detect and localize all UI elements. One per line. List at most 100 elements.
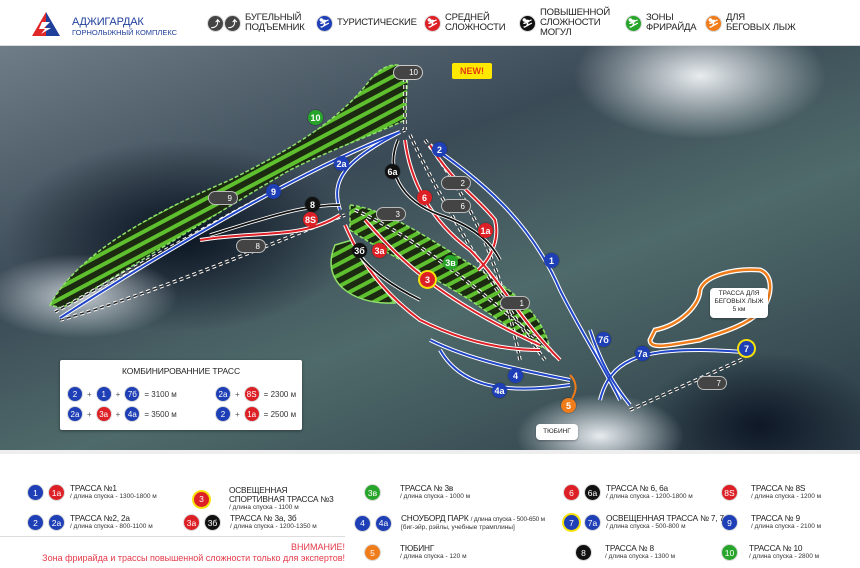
- legend-text: ТРАССА № 8/ длина спуска - 1300 м: [605, 544, 675, 561]
- trail-marker-10[interactable]: 10: [308, 110, 323, 125]
- trail-length: / длина спуска - 500-800 м: [606, 523, 686, 530]
- trail-marker-3b[interactable]: 3б: [352, 243, 367, 258]
- legend-crosscountry-label-2: БЕГОВЫХ ЛЫЖ: [726, 22, 796, 33]
- legend-item-trail-1: 1 1a ТРАССА №1/ длина спуска - 1300-1800…: [28, 484, 157, 501]
- legend-freeride-label-2: ФРИРАЙДА: [646, 22, 697, 33]
- lift-7-marker[interactable]: 7: [697, 376, 727, 390]
- trail-marker-3a[interactable]: 3a: [372, 243, 387, 258]
- trail-marker-1[interactable]: 1: [544, 253, 559, 268]
- legend-tourist-label: ТУРИСТИЧЕСКИЕ: [337, 17, 417, 28]
- lift-6-marker[interactable]: 6: [441, 199, 471, 213]
- trail-marker-9[interactable]: 9: [266, 184, 281, 199]
- legend-text: ТРАССА № 8S/ длина спуска - 1200 м: [751, 484, 821, 501]
- trail-length: / длина спуска - 500-650 м: [470, 516, 546, 523]
- trail-marker-2a[interactable]: 2a: [334, 156, 349, 171]
- marker-label: 7: [743, 343, 749, 354]
- divider: [0, 536, 345, 537]
- trail-map: 10 NEW! 10 9 2a 8 8S 3б 3a 3 3в 6a 6 2 1…: [0, 46, 860, 450]
- trail-length: / длина спуска - 800-1100 м: [70, 523, 153, 530]
- trail-badge: 9: [722, 515, 737, 530]
- resort-logo-icon: [32, 12, 60, 36]
- marker-label: 2: [436, 144, 442, 155]
- trail-marker-4[interactable]: 4: [508, 368, 523, 383]
- trail-name: ТРАССА № 8: [605, 543, 654, 553]
- lift-3-marker[interactable]: 3: [376, 207, 406, 221]
- trail-marker-5[interactable]: 5: [561, 398, 576, 413]
- legend-item-trail-8S: 8S ТРАССА № 8S/ длина спуска - 1200 м: [722, 484, 821, 501]
- marker-label: 8S: [304, 214, 316, 225]
- trail-name: ТРАССА №1: [70, 483, 117, 493]
- trail-name: ОСВЕЩЕННАЯ ТРАССА № 7, 7а: [606, 513, 729, 523]
- trail-length: / длина спуска - 1300-1800 м: [70, 493, 157, 500]
- trail-marker-7a[interactable]: 7a: [635, 346, 650, 361]
- marker-label: 7б: [598, 334, 609, 345]
- marker-label: 6a: [387, 166, 398, 177]
- trail-overlay: [48, 64, 773, 412]
- new-badge: NEW!: [452, 63, 492, 79]
- lift-2-marker[interactable]: 2: [441, 176, 471, 190]
- trail-marker-8S[interactable]: 8S: [303, 212, 318, 227]
- trail-badge: 3б: [205, 515, 220, 530]
- trail-name: ТРАССА № 3в: [400, 483, 454, 493]
- trail-marker-7[interactable]: 7: [739, 341, 754, 356]
- lift-1-marker[interactable]: 1: [500, 296, 530, 310]
- legend-lift-label: БУГЕЛЬНЫЙ: [245, 12, 302, 23]
- trail-badge: 2a: [49, 515, 64, 530]
- legend-text: ТРАССА № 10/ длина спуска - 2800 м: [749, 544, 819, 561]
- trail-badge: 7: [564, 515, 579, 530]
- trail-marker-2[interactable]: 2: [432, 142, 447, 157]
- trail-marker-8[interactable]: 8: [305, 197, 320, 212]
- combination-result: = 2300 м: [263, 389, 297, 399]
- legend-hard-label-2: СЛОЖНОСТИ: [540, 17, 601, 28]
- plus-sign: +: [87, 409, 92, 419]
- lift-number: 10: [409, 68, 418, 77]
- warning-title: ВНИМАНИЕ!: [291, 542, 345, 552]
- trail-name: ТРАССА №2, 2а: [70, 513, 130, 523]
- crosscountry-callout: ТРАССА ДЛЯ БЕГОВЫХ ЛЫЖ 5 км: [710, 288, 768, 318]
- trail-name: ТРАССА № 8S: [751, 483, 806, 493]
- trail-length: / длина спуска - 1100 м: [229, 504, 299, 511]
- trail-badge: 1: [96, 387, 111, 401]
- legend-tourist: ⛷ ТУРИСТИЧЕСКИЕ: [317, 0, 417, 46]
- lift-8-marker[interactable]: 8: [236, 239, 266, 253]
- trail-badge: 4: [355, 515, 370, 531]
- trail-badge: 2a: [216, 387, 230, 401]
- marker-label: 6: [421, 192, 427, 203]
- trail-length: / длина спуска - 120 м: [400, 553, 467, 560]
- lift-number: 3: [395, 209, 400, 219]
- trail-marker-6[interactable]: 6: [417, 190, 432, 205]
- trail-badge: 4a: [376, 515, 391, 531]
- trail-name: ТРАССА № 6, 6а: [606, 483, 668, 493]
- legend-text: ТРАССА № 9/ длина спуска - 2100 м: [751, 514, 821, 531]
- trail-marker-4a[interactable]: 4a: [492, 383, 507, 398]
- trail-legend: 1 1a ТРАССА №1/ длина спуска - 1300-1800…: [0, 450, 860, 568]
- combination-result: = 3500 м: [144, 409, 177, 419]
- legend-text: ТЮБИНГ/ длина спуска - 120 м: [400, 544, 467, 561]
- legend-text: ОСВЕЩЕННАЯ ТРАССА № 7, 7а/ длина спуска …: [606, 513, 729, 531]
- trail-length: / длина спуска - 1300 м: [605, 553, 676, 560]
- trail-marker-3v[interactable]: 3в: [443, 255, 458, 270]
- legend-item-trail-10: 10 ТРАССА № 10/ длина спуска - 2800 м: [722, 544, 819, 561]
- marker-label: 4a: [494, 385, 505, 396]
- marker-label: 4: [512, 370, 518, 381]
- callout-line-3: 5 км: [732, 306, 746, 313]
- warning-text: Зона фрирайда и трассы повышенной сложно…: [42, 553, 345, 563]
- trail-badge: 2: [28, 515, 43, 530]
- trail-name-line-1: ОСВЕЩЕННАЯ: [229, 485, 288, 495]
- combination-row: 2a+ 3a+ 4a = 3500 м: [68, 407, 177, 421]
- callout-line-1: ТРАССА ДЛЯ: [718, 290, 760, 297]
- legend-item-trail-3a-3b: 3a 3б ТРАССА № 3а, 3б/ длина спуска - 12…: [184, 514, 317, 531]
- trail-marker-7b[interactable]: 7б: [596, 332, 611, 347]
- trail-marker-1a[interactable]: 1a: [478, 223, 493, 238]
- lift-9-marker[interactable]: 9: [208, 191, 238, 205]
- trail-badge: 8S: [244, 387, 259, 401]
- brand-subtitle: ГОРНОЛЫЖНЫЙ КОМПЛЕКС: [72, 28, 178, 37]
- marker-label: 10: [310, 112, 321, 123]
- brand-title: АДЖИГАРДАК: [72, 16, 144, 28]
- lift-10-marker[interactable]: 10: [393, 65, 423, 80]
- legend-item-trail-8: 8 ТРАССА № 8/ длина спуска - 1300 м: [576, 544, 675, 561]
- trail-marker-3[interactable]: 3: [420, 272, 435, 287]
- trail-marker-6a[interactable]: 6a: [385, 164, 400, 179]
